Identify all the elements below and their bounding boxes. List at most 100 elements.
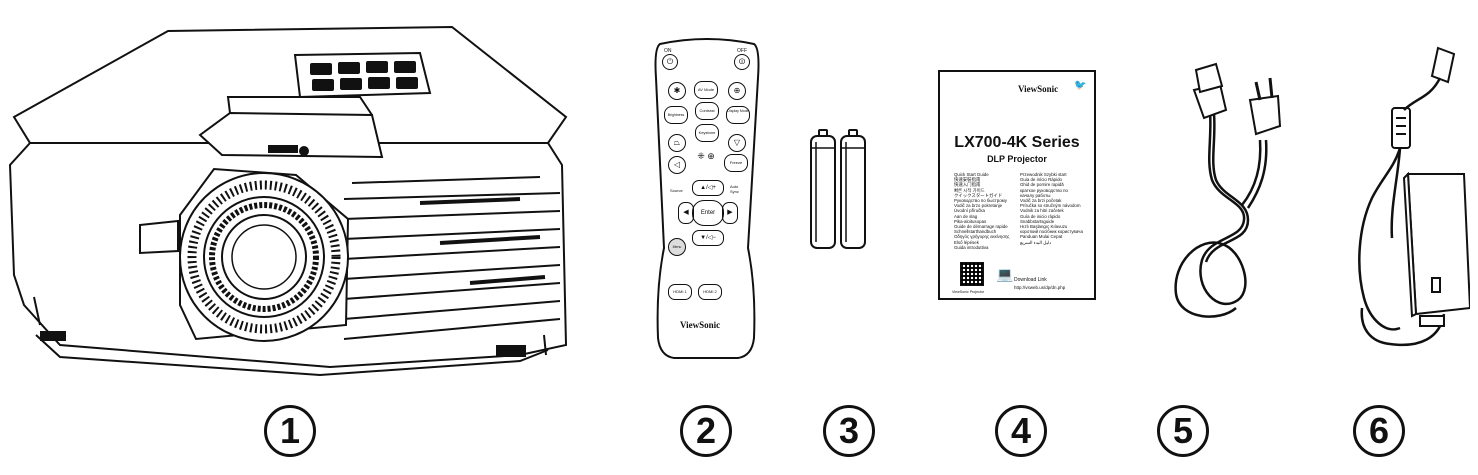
zoom-icon: ⊕ <box>733 86 741 95</box>
keystone-up-button[interactable]: ⏢ <box>668 134 686 152</box>
left-line: Úvodní příručka <box>954 208 985 214</box>
right-line: Príručka so stručným návodom <box>1020 203 1081 209</box>
contrast-label: Contrast <box>699 108 715 113</box>
keystone-down-button[interactable]: ▽ <box>728 134 746 152</box>
zoom-button[interactable]: ⊕ <box>728 82 746 100</box>
right-line: началу работы <box>1020 192 1051 198</box>
power-icon: ⏻ <box>666 57 674 66</box>
left-line: Quick Start Guide <box>954 172 989 177</box>
left-line: Guida introduttiva <box>954 244 989 250</box>
dpad-right-button[interactable]: ▶ <box>722 202 738 224</box>
aa-batteries-illustration <box>810 129 866 249</box>
guide-brand-logo: ViewSonic <box>1018 84 1059 94</box>
av-mode-button[interactable]: AV Mode <box>694 81 718 99</box>
guide-title: LX700-4K Series <box>954 134 1080 151</box>
qr-caption: ViewSonic Projector <box>952 290 985 294</box>
item-number-4: 4 <box>995 405 1047 457</box>
download-link-url[interactable]: http://vsweb.us/dp/dn.php <box>1014 285 1066 290</box>
dpad-left-button[interactable]: ◀ <box>678 202 694 224</box>
right-line: Guía de inicio rápido <box>1020 213 1061 219</box>
left-line: Guide de démarrage rapide <box>954 224 1008 230</box>
left-line: Schnellstarthandbuch <box>954 229 997 235</box>
blank-button[interactable]: ✱ <box>668 82 686 100</box>
left-line: Pika-aloitusopas <box>954 218 987 224</box>
volume-down-button[interactable]: ◁ <box>668 156 686 174</box>
remote-off-label: OFF <box>737 48 747 54</box>
download-link-label: Download Link <box>1014 277 1047 283</box>
keystone-label: Keystone <box>698 130 716 135</box>
item-number-5: 5 <box>1157 405 1209 457</box>
item-number-2: 2 <box>680 405 732 457</box>
left-line: 快速入门指南 <box>954 182 981 188</box>
display-mode-button[interactable]: Display Mode <box>726 106 750 124</box>
keystone-button[interactable]: Keystone <box>695 124 719 142</box>
projector-figure <box>0 5 580 385</box>
hdmi1-button[interactable]: HDMI 1 <box>668 284 692 300</box>
power-off-icon: ⏼ <box>738 57 746 66</box>
contrast-button[interactable]: Contrast <box>695 102 719 120</box>
right-line: Przewodnik Szybki start <box>1020 172 1067 177</box>
laptop-icon: 💻 <box>996 266 1014 282</box>
right-line: Vodnik za hitri začetek <box>1020 208 1064 214</box>
right-line: Ghid de pornire rapidă <box>1020 182 1064 188</box>
dpad-up-button[interactable]: ▲/◁+ <box>692 180 724 196</box>
left-line: Οδηγός γρήγορης εκκίνησης <box>954 234 1010 240</box>
trapezoid-down-icon: ▽ <box>733 138 741 147</box>
blank-icon: ✱ <box>673 86 681 95</box>
enter-button[interactable]: Enter <box>692 200 724 226</box>
menu-button[interactable]: Menu <box>668 238 686 256</box>
left-line: クイックスタートガイド <box>954 192 1003 198</box>
brightness-button[interactable]: Brightness <box>664 106 688 124</box>
arrow-right-icon: ▶ <box>727 209 733 216</box>
right-line: короткий посібник користувача <box>1020 229 1083 235</box>
power-off-button[interactable]: ⏼ <box>734 54 750 70</box>
right-line: Vodič za brzi početak <box>1020 198 1062 204</box>
left-line: Első lépések <box>954 239 979 245</box>
left-line: Vodič za brzo pokretanje <box>954 203 1003 209</box>
arrow-left-icon: ◀ <box>683 209 689 216</box>
pattern-icon: ⁜ ⊕ <box>697 151 715 161</box>
freeze-label: Freeze <box>729 160 743 165</box>
power-cord-figure <box>1150 30 1290 330</box>
remote-brand-logo: ViewSonic <box>680 320 721 330</box>
left-line: Aan de slag <box>954 213 978 219</box>
left-line: Руководство по быстрому <box>954 198 1007 204</box>
power-on-button[interactable]: ⏻ <box>662 54 678 70</box>
power-adapter-figure <box>1320 38 1472 356</box>
left-line: 빠른 시작 가이드 <box>954 187 985 193</box>
item-number-6: 6 <box>1353 405 1405 457</box>
dpad: ▲/◁+ ◀ Enter ▶ ▼/◁− <box>678 178 738 246</box>
volume-icon: ◁ <box>673 160 681 169</box>
power-adapter-illustration <box>1358 46 1472 347</box>
freeze-button[interactable]: Freeze <box>724 154 748 172</box>
projector-illustration <box>8 25 568 377</box>
hdmi2-button[interactable]: HDMI 2 <box>698 284 722 300</box>
item-number-3: 3 <box>823 405 875 457</box>
hdmi1-label: HDMI 1 <box>673 289 687 294</box>
right-line: Snabbstartsguide <box>1020 218 1055 224</box>
guide-subtitle: DLP Projector <box>987 154 1047 164</box>
left-line: 快速安裝指南 <box>954 177 981 183</box>
volume-down-icon: ▼/◁− <box>700 235 716 241</box>
right-line: краткое руководство по <box>1020 187 1068 193</box>
dpad-down-button[interactable]: ▼/◁− <box>692 230 724 246</box>
trapezoid-up-icon: ⏢ <box>673 138 681 147</box>
remote-on-label: ON <box>664 48 672 54</box>
right-line: Guia de início Rápido <box>1020 177 1062 183</box>
source-label: Source <box>670 188 683 193</box>
enter-label: Enter <box>700 210 716 216</box>
qr-code <box>960 262 984 286</box>
pattern-button[interactable]: ⁜ ⊕ <box>694 148 718 164</box>
display-mode-label: Display Mode <box>727 109 749 113</box>
av-mode-label: AV Mode <box>697 87 715 92</box>
batteries-figure <box>808 128 870 253</box>
hdmi2-label: HDMI 2 <box>703 289 717 294</box>
menu-label: Menu <box>672 245 682 249</box>
item-number-1: 1 <box>264 405 316 457</box>
right-line: Hızlı Başlangıç Kılavuzu <box>1020 224 1068 230</box>
right-line: دليل البدء السريع <box>1020 239 1052 245</box>
birds-logo-icon: 🐦 <box>1074 80 1087 91</box>
power-cord-illustration <box>1174 62 1282 318</box>
